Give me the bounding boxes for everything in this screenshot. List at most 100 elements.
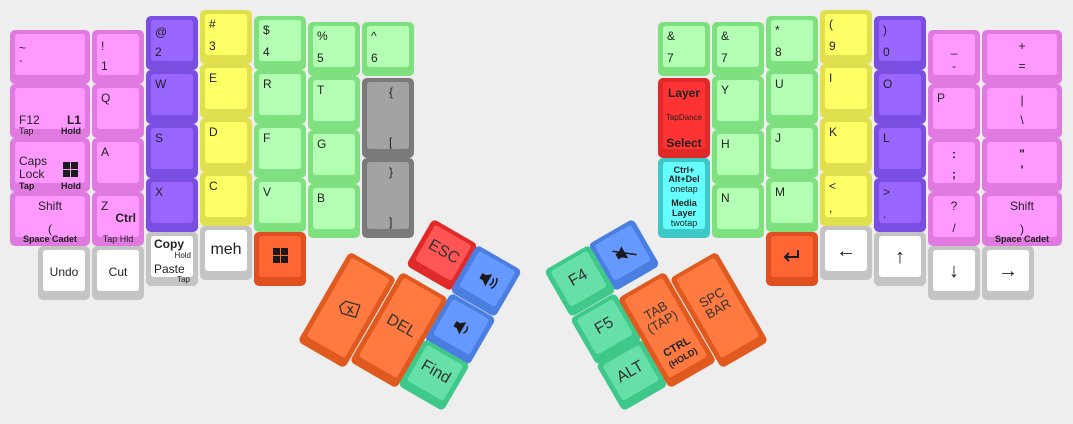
key-equal[interactable]: + =: [982, 30, 1062, 84]
key-label-bottom: `: [19, 58, 23, 72]
key-label-bottom: -: [952, 59, 956, 73]
key-f12-l1[interactable]: F12 L1 Tap Hold: [10, 84, 90, 138]
key-label: V: [263, 185, 272, 199]
key-f[interactable]: F: [254, 124, 306, 178]
key-ctrl-alt-del[interactable]: Ctrl+ Alt+Del onetap Media Layer twotap: [658, 158, 710, 238]
key-1[interactable]: ! 1: [92, 30, 144, 84]
key-left-brace[interactable]: { [: [362, 78, 414, 158]
key-label-bottom: \: [1020, 113, 1024, 127]
key-0[interactable]: ) 0: [874, 16, 926, 70]
arrow-down-icon: ↓: [949, 260, 959, 282]
key-volume-down[interactable]: [423, 292, 497, 366]
key-label: meh: [210, 241, 242, 258]
key-label: D: [209, 125, 218, 139]
key-2[interactable]: @ 2: [146, 16, 198, 70]
key-s[interactable]: S: [146, 124, 198, 178]
key-label-bottom: ,: [829, 201, 833, 215]
key-period[interactable]: > .: [874, 178, 926, 232]
key-k[interactable]: K: [820, 118, 872, 172]
key-tilde[interactable]: ~ `: [10, 30, 90, 84]
key-o[interactable]: O: [874, 70, 926, 124]
key-y[interactable]: Y: [712, 76, 764, 130]
key-arrow-left[interactable]: ←: [820, 226, 872, 280]
key-x[interactable]: X: [146, 178, 198, 232]
key-undo[interactable]: Undo: [38, 246, 90, 300]
key-w[interactable]: W: [146, 70, 198, 124]
key-h[interactable]: H: [712, 130, 764, 184]
key-label-l6: twotap: [670, 218, 698, 228]
key-3[interactable]: # 3: [200, 10, 252, 64]
key-7b[interactable]: & 7: [712, 22, 764, 76]
key-right-shift[interactable]: Shift ) Space Cadet: [982, 192, 1062, 246]
key-label: C: [209, 179, 218, 193]
key-cut[interactable]: Cut: [92, 246, 144, 300]
key-note-tap: Tap: [19, 126, 34, 136]
key-label: N: [721, 191, 730, 205]
key-copy-paste[interactable]: Copy Hold Paste Tap: [146, 232, 198, 286]
key-6[interactable]: ^ 6: [362, 22, 414, 76]
key-j[interactable]: J: [766, 124, 818, 178]
key-v[interactable]: V: [254, 178, 306, 232]
key-i[interactable]: I: [820, 64, 872, 118]
key-label: F: [263, 131, 271, 145]
key-label: M: [775, 185, 785, 199]
key-p[interactable]: P: [928, 84, 980, 138]
key-layer-select[interactable]: Layer TapDance Select: [658, 78, 710, 158]
key-a[interactable]: A: [92, 138, 144, 192]
key-label: Undo: [49, 265, 79, 279]
key-label-line2: Lock: [19, 167, 45, 181]
key-left-shift[interactable]: Shift ( Space Cadet: [10, 192, 90, 246]
key-label: L: [883, 131, 890, 145]
key-note-tap-hold: Tap Hld: [102, 234, 134, 244]
key-label-top: ?: [950, 199, 958, 213]
key-n[interactable]: N: [712, 184, 764, 238]
key-l[interactable]: L: [874, 124, 926, 178]
key-windows[interactable]: [254, 232, 306, 286]
key-right-brace[interactable]: } ]: [362, 158, 414, 238]
key-arrow-up[interactable]: ↑: [874, 232, 926, 286]
key-semicolon[interactable]: : ;: [928, 138, 980, 192]
key-label-top: (: [829, 17, 833, 31]
key-label-top: %: [317, 29, 328, 43]
key-r[interactable]: R: [254, 70, 306, 124]
key-slash[interactable]: ? /: [928, 192, 980, 246]
key-enter[interactable]: [766, 232, 818, 286]
key-m[interactable]: M: [766, 178, 818, 232]
key-e[interactable]: E: [200, 64, 252, 118]
key-b[interactable]: B: [308, 184, 360, 238]
key-g[interactable]: G: [308, 130, 360, 184]
key-label-bottom: /: [952, 221, 956, 235]
key-note-tap: Tap: [19, 181, 35, 191]
key-label-top: ^: [371, 29, 377, 43]
key-pipe[interactable]: | \: [982, 84, 1062, 138]
key-4[interactable]: $ 4: [254, 16, 306, 70]
key-caps-lock[interactable]: Caps Lock Tap Hold: [10, 138, 90, 192]
key-label-bottom: 9: [829, 39, 836, 53]
key-arrow-right[interactable]: →: [982, 246, 1034, 300]
key-label-bottom: .: [883, 207, 887, 221]
key-label-top: +: [1018, 39, 1026, 53]
key-9[interactable]: ( 9: [820, 10, 872, 64]
key-meh[interactable]: meh: [200, 226, 252, 280]
key-c[interactable]: C: [200, 172, 252, 226]
key-label-top: #: [209, 17, 216, 31]
key-u[interactable]: U: [766, 70, 818, 124]
key-label-bottom: [: [389, 135, 393, 149]
key-t[interactable]: T: [308, 76, 360, 130]
key-5[interactable]: % 5: [308, 22, 360, 76]
key-arrow-down[interactable]: ↓: [928, 246, 980, 300]
key-label-top: &: [721, 29, 730, 43]
key-note-hold: Hold: [61, 181, 81, 191]
key-z-ctrl[interactable]: Z Ctrl Tap Hld: [92, 192, 144, 246]
key-8[interactable]: * 8: [766, 16, 818, 70]
key-d[interactable]: D: [200, 118, 252, 172]
key-backspace[interactable]: [297, 251, 397, 369]
key-label-top: {: [389, 85, 394, 99]
key-minus[interactable]: _ -: [928, 30, 980, 84]
key-volume-up[interactable]: [449, 244, 523, 318]
key-comma[interactable]: < ,: [820, 172, 872, 226]
key-mute[interactable]: [587, 218, 661, 292]
key-q[interactable]: Q: [92, 84, 144, 138]
key-7a[interactable]: & 7: [658, 22, 710, 76]
key-quote[interactable]: " ': [982, 138, 1062, 192]
